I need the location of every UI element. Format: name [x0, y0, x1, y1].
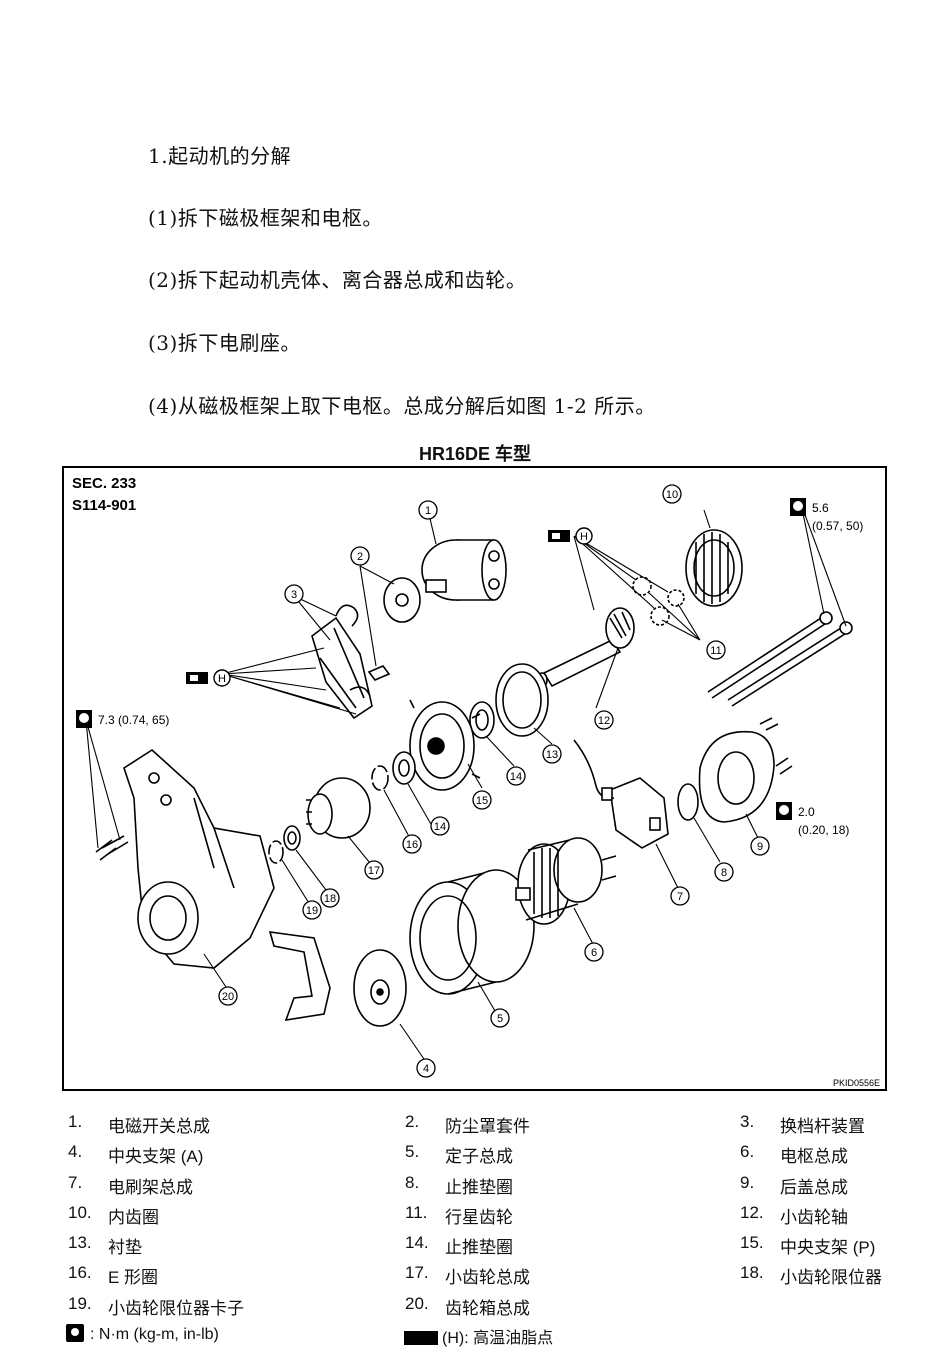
callout-12: 12 — [594, 710, 614, 730]
part-center-bracket-p — [409, 699, 481, 791]
svg-text:1: 1 — [425, 505, 431, 517]
svg-text:2.0: 2.0 — [798, 805, 815, 819]
part-pinion-shaft — [536, 607, 635, 688]
grease-key: (H): 高温油脂点 — [404, 1324, 553, 1348]
svg-text:8: 8 — [721, 867, 727, 879]
svg-text:17: 17 — [368, 865, 380, 877]
exploded-view-figure: 5.6 (0.57, 50) 7.3 (0.74, 65) 2.0 (0.20,… — [62, 466, 887, 1091]
step-3: (3)拆下电刷座。 — [148, 331, 301, 355]
svg-text:18: 18 — [324, 893, 336, 905]
part-pinion-assembly — [306, 777, 371, 839]
svg-text:H: H — [580, 531, 588, 543]
callout-16: 16 — [402, 834, 422, 854]
callout-18: 18 — [320, 888, 340, 908]
svg-text:5: 5 — [497, 1013, 503, 1025]
svg-text:7.3 (0.74, 65): 7.3 (0.74, 65) — [98, 713, 169, 727]
svg-text:2: 2 — [357, 551, 363, 563]
step-2: (2)拆下起动机壳体、离合器总成和齿轮。 — [148, 268, 527, 292]
svg-text:4: 4 — [423, 1063, 429, 1075]
callout-8: 8 — [714, 862, 734, 882]
svg-text:16: 16 — [406, 839, 418, 851]
callout-6: 6 — [584, 942, 604, 962]
callout-15: 15 — [472, 790, 492, 810]
svg-text:6: 6 — [591, 947, 597, 959]
part-dust-cover — [367, 577, 421, 681]
callout-1: 1 — [418, 500, 438, 520]
svg-text:3: 3 — [291, 589, 297, 601]
part-armature — [515, 837, 617, 925]
part-yoke — [409, 869, 535, 995]
svg-text:(0.20, 18): (0.20, 18) — [798, 823, 849, 837]
part-brush-holder — [573, 739, 669, 849]
callout-14b: 14 — [430, 816, 450, 836]
part-gasket — [495, 663, 549, 737]
svg-text:14: 14 — [434, 821, 446, 833]
torque-marker-2: 7.3 (0.74, 65) — [76, 710, 169, 728]
torque-marker-1: 5.6 (0.57, 50) — [790, 498, 863, 533]
callout-9: 9 — [750, 836, 770, 856]
part-planetary-gears — [632, 576, 685, 626]
svg-text:12: 12 — [598, 715, 610, 727]
step-heading: 1.起动机的分解 — [148, 144, 292, 168]
exploded-view-drawing: 5.6 (0.57, 50) 7.3 (0.74, 65) 2.0 (0.20,… — [72, 475, 880, 1088]
callout-19: 19 — [302, 900, 322, 920]
callout-20: 20 — [218, 986, 238, 1006]
callout-10: 10 — [662, 484, 682, 504]
svg-text:20: 20 — [222, 991, 234, 1003]
step-1: (1)拆下磁极框架和电枢。 — [148, 206, 383, 230]
svg-text:5.6: 5.6 — [812, 501, 829, 515]
grease-marker-2: H — [186, 669, 231, 687]
part-rear-cover — [698, 730, 775, 823]
section-code: SEC. 233 — [72, 475, 136, 492]
step-4: (4)从磁极框架上取下电枢。总成分解后如图 1-2 所示。 — [148, 394, 656, 418]
torque-wrench-icon — [66, 1324, 84, 1342]
callout-14a: 14 — [506, 766, 526, 786]
callout-5: 5 — [490, 1008, 510, 1028]
part-through-bolts — [707, 611, 853, 707]
part-internal-gear — [685, 529, 743, 607]
callout-3: 3 — [284, 584, 304, 604]
svg-text:13: 13 — [546, 749, 558, 761]
svg-text:H: H — [218, 673, 226, 685]
part-shift-lever — [311, 604, 373, 720]
part-solenoid — [421, 539, 507, 601]
svg-text:11: 11 — [710, 645, 721, 657]
grease-gun-icon — [404, 1331, 438, 1345]
part-gear-case — [123, 748, 275, 969]
svg-text:10: 10 — [666, 489, 678, 501]
part-code: S114-901 — [72, 497, 136, 514]
torque-unit-key: : N·m (kg-m, in-lb) — [66, 1324, 219, 1344]
svg-text:(0.57, 50): (0.57, 50) — [812, 519, 863, 533]
callout-4: 4 — [416, 1058, 436, 1078]
callout-17: 17 — [364, 860, 384, 880]
part-center-bracket-a — [353, 949, 407, 1027]
callout-2: 2 — [350, 546, 370, 566]
diagram-title: HR16DE 车型 — [418, 444, 532, 464]
svg-text:19: 19 — [306, 905, 318, 917]
callout-11: 11 — [706, 640, 726, 660]
grease-marker-1: H — [548, 527, 593, 545]
callout-13: 13 — [542, 744, 562, 764]
callout-7: 7 — [670, 886, 690, 906]
svg-text:14: 14 — [510, 771, 522, 783]
svg-text:7: 7 — [677, 891, 683, 903]
figure-ref: PKID0556E — [833, 1078, 880, 1088]
torque-marker-3: 2.0 (0.20, 18) — [776, 802, 849, 837]
svg-text:15: 15 — [476, 795, 488, 807]
svg-text:9: 9 — [757, 841, 763, 853]
part-thrust-washer-upper — [469, 701, 495, 739]
part-thrust-washer — [677, 783, 699, 821]
